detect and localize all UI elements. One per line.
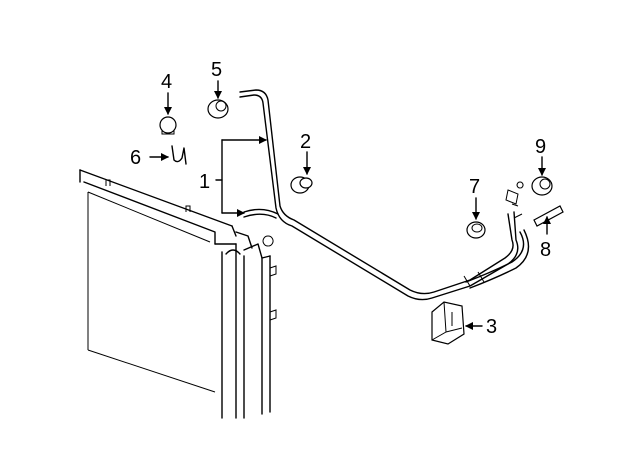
callout-8-label: 8 xyxy=(540,239,551,261)
callout-7-label: 7 xyxy=(469,176,480,198)
callout-6-label: 6 xyxy=(130,147,141,169)
callout-5-label: 5 xyxy=(211,59,222,81)
part-5-grommet xyxy=(207,99,229,119)
callout-2-label: 2 xyxy=(300,131,311,153)
condenser-assembly xyxy=(79,169,277,419)
part-8-pin xyxy=(533,205,564,227)
condenser-tube xyxy=(239,89,530,301)
callout-9-label: 9 xyxy=(535,136,546,158)
callout-1-leader xyxy=(215,136,267,217)
callout-3-label: 3 xyxy=(486,316,497,338)
part-9-grommet xyxy=(531,176,553,196)
part-2-bracket xyxy=(290,176,313,194)
part-7-grommet xyxy=(466,221,486,239)
part-3-bracket xyxy=(431,301,465,345)
callout-4-label: 4 xyxy=(161,71,172,93)
part-6-wire-clip xyxy=(171,145,187,165)
part-4-clip xyxy=(159,116,177,135)
callout-1-label: 1 xyxy=(199,171,210,193)
